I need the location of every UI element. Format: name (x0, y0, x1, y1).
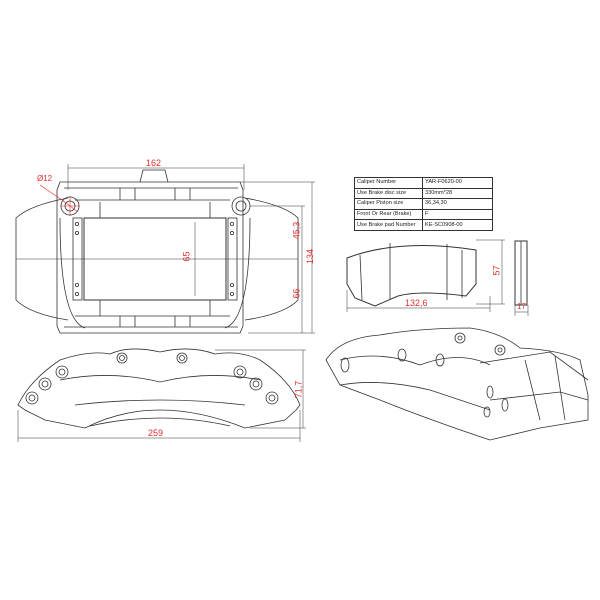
caliper-top-view (15, 169, 299, 334)
dim-pad-height-57: 57 (491, 265, 502, 276)
dim-pad-thickness: 17 (517, 302, 526, 311)
dim-upper-offset: 45,3 (291, 221, 302, 240)
dim-length-259: 259 (148, 428, 164, 438)
pad-dimension-lines (346, 239, 505, 312)
spec-value: KE-SC0908-00 (422, 219, 493, 231)
dim-total-height-134: 134 (305, 248, 316, 265)
spec-label: Use Brake disc size (354, 187, 423, 200)
spec-row: Front Or Rear (Brake)F (354, 208, 493, 221)
brake-pad-front-view (346, 243, 477, 307)
spec-value: 36,34,30 (422, 198, 493, 210)
hole-callout (39, 184, 80, 216)
spec-label: Use Brake pad Number (354, 219, 423, 231)
pad-thickness-line (514, 305, 529, 316)
dim-width-162: 162 (146, 158, 162, 168)
spec-row: Caliper Piston size 36,34,30 (354, 198, 493, 210)
caliper-side-view (17, 348, 301, 429)
top-view-dimension-lines (67, 164, 315, 334)
spec-label: Caliper Piston size (354, 198, 423, 210)
brake-pad-side-view (514, 240, 528, 306)
dim-side-height: 71,7 (293, 380, 304, 399)
dim-hole-diameter: Ø12 (37, 174, 53, 183)
dim-pad-height-65: 65 (181, 251, 192, 262)
dim-pad-width: 132,6 (405, 298, 428, 308)
spec-label: Caliper Number (354, 177, 423, 189)
caliper-isometric-view (325, 327, 589, 441)
spec-value: 330mm*28 (422, 187, 493, 200)
spec-label: Front Or Rear (Brake) (354, 208, 423, 221)
dim-lower-offset-66: 66 (291, 288, 302, 299)
spec-value: YAR-F0620-00 (422, 177, 493, 189)
side-view-dimension-lines (17, 349, 306, 442)
spec-value: F (422, 208, 493, 221)
